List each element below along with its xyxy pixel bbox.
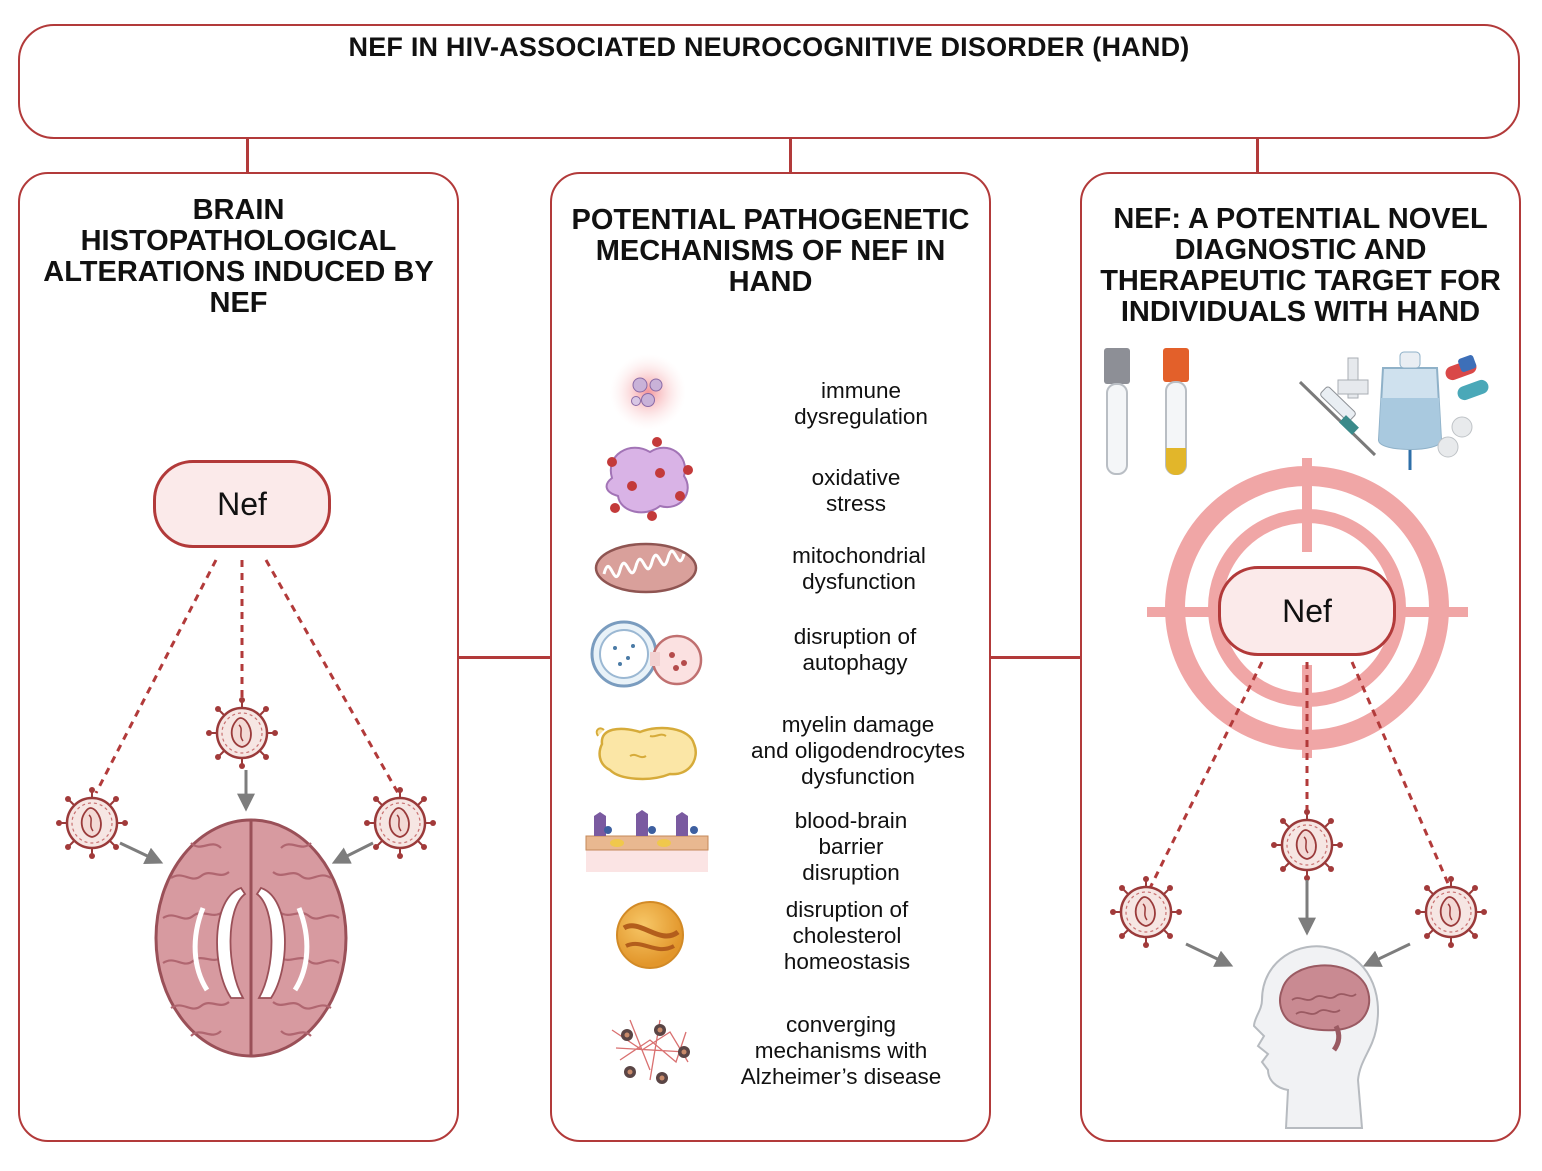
right-panel-title: NEF: A POTENTIAL NOVEL DIAGNOSTIC AND TH… <box>1100 203 1501 328</box>
virion-icon-right-left <box>1108 874 1184 950</box>
human-head-brain-icon <box>1252 945 1379 1129</box>
left-panel-title: BRAIN HISTOPATHOLOGICAL ALTERATIONS INDU… <box>43 194 434 319</box>
connector-center <box>789 138 792 174</box>
autophagosome-icon <box>590 620 703 688</box>
connector-center-right <box>990 656 1082 659</box>
connector-left <box>246 138 249 174</box>
left-nef-pill: Nef <box>153 460 331 548</box>
blood-tube-grey-icon <box>1104 348 1130 475</box>
mitochondrion-icon <box>594 542 698 594</box>
virion-icon-right-top <box>1269 807 1345 883</box>
myelin-icon <box>595 726 697 781</box>
immune-cells-icon <box>610 354 686 430</box>
center-panel-title: POTENTIAL PATHOGENETIC MECHANISMS OF NEF… <box>571 204 970 298</box>
syringe-icon <box>1298 380 1377 457</box>
blood-brain-barrier-icon <box>585 810 709 872</box>
iv-connector-icon <box>1337 357 1369 399</box>
connector-right <box>1256 138 1259 174</box>
blood-tube-orange-icon <box>1163 348 1189 475</box>
main-title: NEF IN HIV-ASSOCIATED NEUROCOGNITIVE DIS… <box>348 32 1190 62</box>
virion-icon-right-right <box>1413 874 1489 950</box>
header-box <box>18 24 1520 139</box>
connector-left-center <box>459 656 551 659</box>
iv-bag-icon <box>1377 351 1443 470</box>
lipoprotein-icon <box>616 901 684 969</box>
capsule-pills-icon <box>1437 355 1489 458</box>
amyloid-plaques-icon <box>611 1019 690 1084</box>
right-nef-pill: Nef <box>1218 566 1396 656</box>
oxidative-cell-icon <box>605 437 693 521</box>
